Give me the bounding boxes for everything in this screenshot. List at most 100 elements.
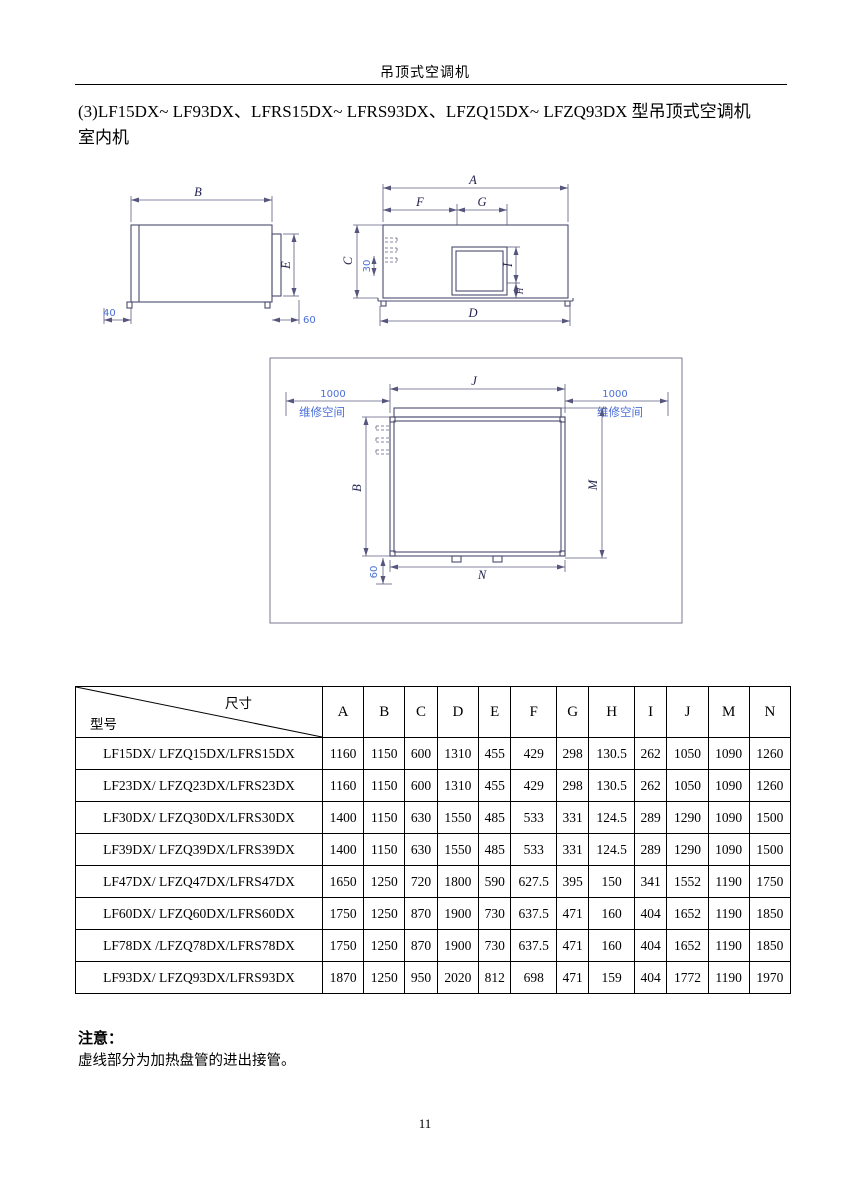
dim-value-cell: 1250 bbox=[363, 929, 406, 962]
dim-value-cell: 1260 bbox=[748, 769, 792, 802]
dim-value-cell: 1800 bbox=[436, 865, 479, 898]
dim-value-cell: 950 bbox=[404, 961, 438, 994]
dim-value-cell: 1150 bbox=[363, 737, 406, 770]
dim-column-header: B bbox=[363, 686, 406, 738]
dim-value-cell: 2020 bbox=[436, 961, 479, 994]
dim-value-cell: 471 bbox=[555, 961, 590, 994]
dim-value-cell: 289 bbox=[633, 801, 668, 834]
dim-value-cell: 1190 bbox=[707, 897, 750, 930]
dim-value-cell: 341 bbox=[633, 865, 668, 898]
dim-value-cell: 1970 bbox=[748, 961, 792, 994]
dim-value-cell: 159 bbox=[588, 961, 635, 994]
service-space-label-left: 维修空间 bbox=[299, 405, 345, 419]
dim-value-cell: 637.5 bbox=[510, 929, 557, 962]
dim-value-cell: 124.5 bbox=[588, 801, 635, 834]
dim-value-cell: 1550 bbox=[436, 801, 479, 834]
dim-value-cell: 1190 bbox=[707, 961, 750, 994]
service-space-label-right: 维修空间 bbox=[597, 405, 643, 419]
dim-value-cell: 1750 bbox=[748, 865, 792, 898]
dim-value-cell: 331 bbox=[555, 801, 590, 834]
heating-pipe-stubs-front bbox=[385, 237, 398, 263]
front-view-drawing: A F G C 30 I H D bbox=[341, 173, 574, 326]
dim-value-cell: 160 bbox=[588, 897, 635, 930]
dim-label-1000-right: 1000 bbox=[602, 389, 627, 400]
dim-label-b-plan: B bbox=[350, 484, 364, 492]
dim-value-cell: 1500 bbox=[748, 833, 792, 866]
dim-label-b-side: B bbox=[194, 185, 202, 199]
dim-value-cell: 1850 bbox=[748, 929, 792, 962]
note-label: 注意： bbox=[78, 1031, 124, 1047]
corner-label-model: 型号 bbox=[90, 717, 117, 732]
dim-value-cell: 262 bbox=[633, 769, 668, 802]
dim-value-cell: 1550 bbox=[436, 833, 479, 866]
dim-value-cell: 1900 bbox=[436, 929, 479, 962]
section-title: (3)LF15DX~ LF93DX、LFRS15DX~ LFRS93DX、LFZ… bbox=[78, 99, 790, 151]
dim-label-60-plan: 60 bbox=[369, 566, 380, 579]
dim-column-header: C bbox=[404, 686, 438, 738]
dim-value-cell: 124.5 bbox=[588, 833, 635, 866]
dim-value-cell: 870 bbox=[404, 929, 438, 962]
dim-value-cell: 600 bbox=[404, 737, 438, 770]
dim-value-cell: 1190 bbox=[707, 929, 750, 962]
dim-value-cell: 730 bbox=[477, 897, 512, 930]
dim-value-cell: 1150 bbox=[363, 801, 406, 834]
dim-value-cell: 1250 bbox=[363, 961, 406, 994]
dim-value-cell: 1260 bbox=[748, 737, 792, 770]
dim-value-cell: 1250 bbox=[363, 865, 406, 898]
dim-value-cell: 1750 bbox=[321, 929, 365, 962]
technical-drawings: B E 40 60 bbox=[103, 173, 683, 624]
dim-column-header: E bbox=[477, 686, 512, 738]
dim-value-cell: 455 bbox=[477, 737, 512, 770]
dim-value-cell: 455 bbox=[477, 769, 512, 802]
dim-label-j: J bbox=[471, 374, 478, 388]
dim-value-cell: 150 bbox=[588, 865, 635, 898]
dim-label-40: 40 bbox=[103, 308, 116, 319]
dim-value-cell: 1050 bbox=[666, 769, 709, 802]
dim-value-cell: 870 bbox=[404, 897, 438, 930]
model-cell: LF60DX/ LFZQ60DX/LFRS60DX bbox=[75, 897, 323, 930]
dim-value-cell: 1650 bbox=[321, 865, 365, 898]
dim-value-cell: 298 bbox=[555, 737, 590, 770]
dim-label-c: C bbox=[341, 256, 355, 265]
dim-column-header: N bbox=[748, 686, 792, 738]
dim-column-header: F bbox=[510, 686, 557, 738]
dim-label-60-side: 60 bbox=[303, 315, 316, 326]
header-rule bbox=[75, 84, 787, 85]
dim-value-cell: 812 bbox=[477, 961, 512, 994]
section-title-line1: (3)LF15DX~ LF93DX、LFRS15DX~ LFRS93DX、LFZ… bbox=[78, 102, 751, 121]
dim-column-header: G bbox=[555, 686, 590, 738]
dim-value-cell: 630 bbox=[404, 833, 438, 866]
dim-value-cell: 1290 bbox=[666, 833, 709, 866]
dim-value-cell: 1772 bbox=[666, 961, 709, 994]
dim-value-cell: 1400 bbox=[321, 801, 365, 834]
dim-value-cell: 1050 bbox=[666, 737, 709, 770]
corner-diagonal-line bbox=[76, 687, 322, 737]
model-cell: LF23DX/ LFZQ23DX/LFRS23DX bbox=[75, 769, 323, 802]
dim-value-cell: 637.5 bbox=[510, 897, 557, 930]
dim-value-cell: 533 bbox=[510, 801, 557, 834]
model-cell: LF39DX/ LFZQ39DX/LFRS39DX bbox=[75, 833, 323, 866]
dim-value-cell: 1400 bbox=[321, 833, 365, 866]
dim-value-cell: 1250 bbox=[363, 897, 406, 930]
dim-column-header: M bbox=[707, 686, 750, 738]
dim-value-cell: 429 bbox=[510, 769, 557, 802]
dim-value-cell: 404 bbox=[633, 929, 668, 962]
dim-column-header: J bbox=[666, 686, 709, 738]
dim-value-cell: 130.5 bbox=[588, 737, 635, 770]
dim-value-cell: 331 bbox=[555, 833, 590, 866]
section-title-line2: 室内机 bbox=[78, 128, 129, 147]
dim-value-cell: 730 bbox=[477, 929, 512, 962]
dim-value-cell: 1290 bbox=[666, 801, 709, 834]
model-cell: LF93DX/ LFZQ93DX/LFRS93DX bbox=[75, 961, 323, 994]
dim-label-h: H bbox=[515, 287, 525, 295]
dim-value-cell: 1652 bbox=[666, 929, 709, 962]
dim-value-cell: 404 bbox=[633, 961, 668, 994]
dim-value-cell: 1870 bbox=[321, 961, 365, 994]
